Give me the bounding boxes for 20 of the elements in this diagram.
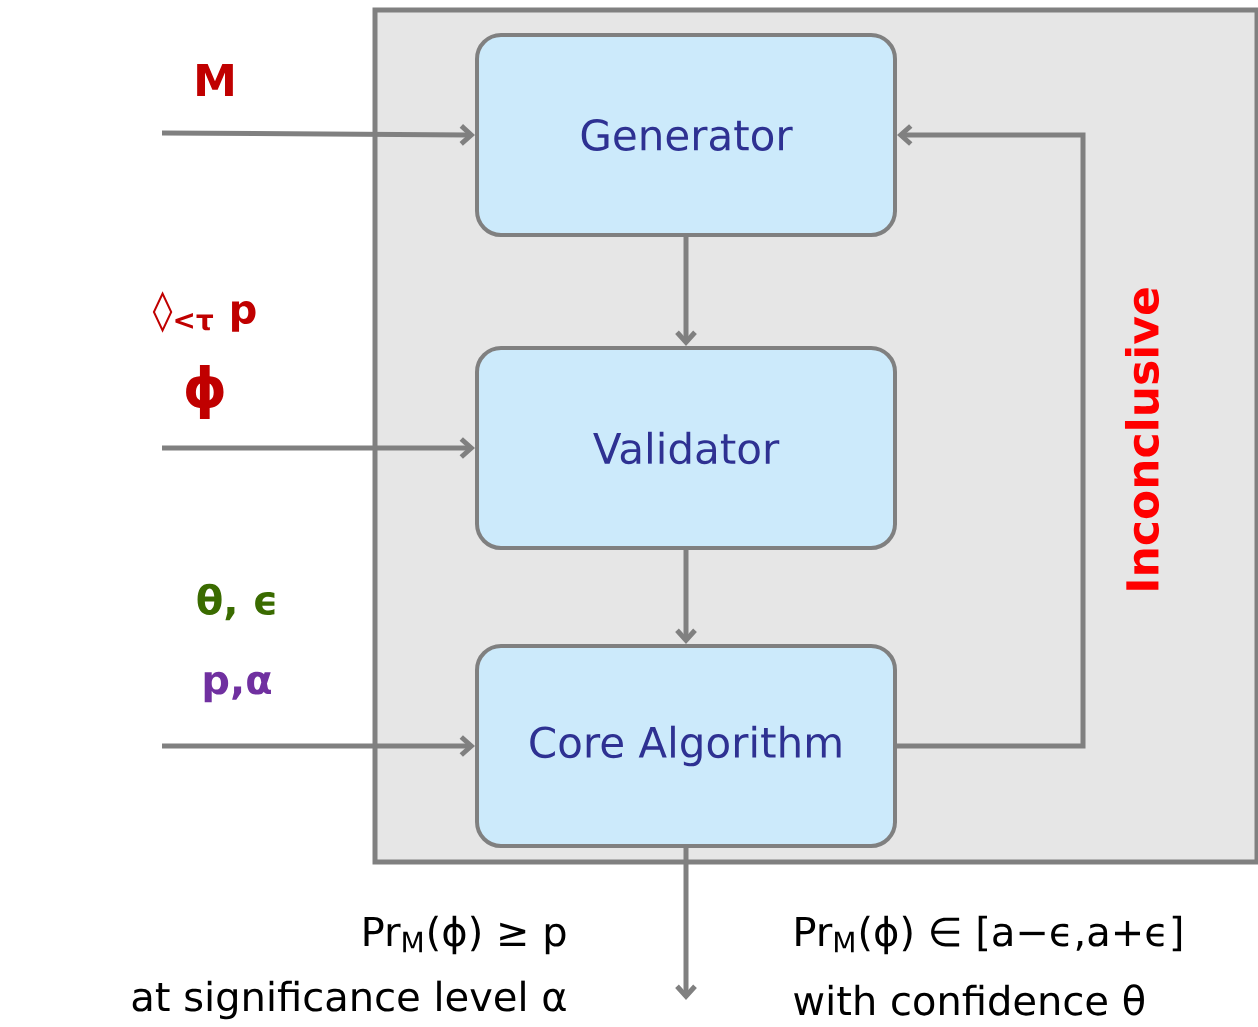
process-box: Core Algorithm bbox=[475, 644, 897, 848]
edge-label: Inconclusive bbox=[1124, 288, 1160, 590]
arrow bbox=[675, 550, 697, 644]
process-box: Generator bbox=[475, 33, 897, 237]
result-text: with confidence θ bbox=[794, 984, 1144, 1016]
math-label: p,α bbox=[204, 671, 271, 703]
arrow bbox=[897, 124, 1086, 749]
arrow bbox=[675, 848, 697, 1000]
arrow bbox=[162, 124, 475, 146]
arrow bbox=[162, 735, 475, 757]
math-label: θ, ϵ bbox=[197, 583, 275, 621]
process-box: Validator bbox=[475, 346, 897, 550]
result-text: at significance level α bbox=[132, 980, 566, 1020]
edge-label: M bbox=[197, 63, 233, 97]
result-text: Pr$_{M}$(ϕ) ≥ p bbox=[364, 915, 566, 955]
arrow bbox=[162, 437, 475, 459]
result-text: Pr$_{M}$(ϕ) ∈ [a−ϵ,a+ϵ] bbox=[796, 915, 1182, 955]
math-label: ◊$_{<τ}$ p bbox=[152, 291, 256, 333]
math-label: ϕ bbox=[186, 364, 224, 420]
arrow bbox=[675, 237, 697, 346]
